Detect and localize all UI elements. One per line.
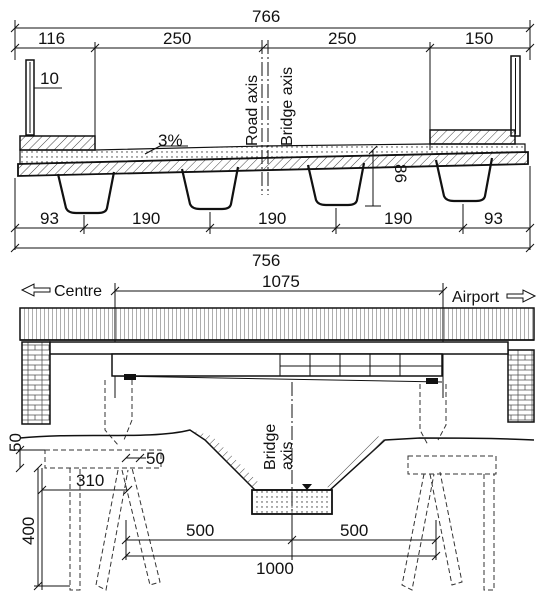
right-pile-1 — [401, 473, 435, 591]
deck-elevation — [49, 341, 509, 355]
bottom-dim-190-2: 190 — [258, 209, 286, 228]
slope-label: 3% — [158, 131, 183, 150]
cross-section: 766 116 250 250 150 10 — [10, 7, 535, 270]
dim-500-right: 500 — [340, 521, 368, 540]
top-dim-250-left: 250 — [163, 29, 191, 48]
dim-1000: 1000 — [256, 559, 294, 578]
left-pile-2 — [95, 469, 129, 591]
left-pile-1 — [69, 468, 81, 591]
bottom-dim-93-left: 93 — [40, 209, 59, 228]
bottom-dim-190-3: 190 — [384, 209, 412, 228]
left-railing — [25, 59, 35, 136]
left-pile-cap — [44, 449, 162, 469]
right-railing — [510, 55, 521, 137]
top-dim-116: 116 — [38, 29, 65, 48]
top-dim-150: 150 — [465, 29, 493, 48]
railing-dim-10: 10 — [40, 69, 59, 88]
direction-centre: Centre — [54, 283, 102, 300]
right-pier-outline — [419, 384, 429, 446]
overall-bottom-dim: 756 — [252, 251, 280, 270]
dim-50-right: 50 — [146, 449, 165, 468]
right-bearing — [426, 378, 438, 384]
left-pile-3 — [121, 467, 161, 586]
deck-slab — [17, 151, 529, 177]
right-curb — [429, 129, 516, 145]
elevation: Centre Airport 1075 — [6, 272, 537, 591]
right-abutment-wall — [507, 349, 535, 423]
bottom-dim-190-1: 190 — [132, 209, 160, 228]
right-pile-cap — [407, 455, 497, 475]
road-axis-label: Road axis — [244, 75, 261, 146]
girder-elevation — [111, 353, 443, 377]
overall-top-dim: 766 — [252, 7, 280, 26]
dim-500-left: 500 — [186, 521, 214, 540]
railing-band — [19, 307, 535, 341]
top-dim-250-right: 250 — [328, 29, 356, 48]
girder-2 — [180, 166, 240, 211]
water-level-icon — [302, 484, 312, 490]
bridge-axis-label: Bridge axis — [279, 67, 296, 146]
arrow-left-icon — [20, 283, 51, 297]
arrow-right-icon — [506, 289, 537, 303]
left-curb — [19, 135, 96, 151]
bridge-axis-elev-line2: axis — [279, 442, 296, 470]
direction-airport: Airport — [452, 289, 500, 306]
left-abutment-wall — [21, 341, 51, 425]
girder-1 — [56, 171, 116, 215]
dim-400: 400 — [19, 517, 38, 545]
girder-depth-86: 86 — [391, 164, 410, 183]
bottom-dim-93-right: 93 — [484, 209, 503, 228]
girder-3 — [306, 162, 366, 207]
girder-4 — [434, 157, 494, 203]
left-bearing — [124, 374, 136, 380]
left-pier-outline — [104, 380, 119, 446]
span-1075: 1075 — [262, 272, 300, 291]
right-pile-3 — [483, 474, 495, 591]
dim-310: 310 — [76, 471, 104, 490]
dim-50-left: 50 — [6, 433, 25, 452]
right-pile-2 — [429, 471, 463, 586]
bridge-axis-elev-line1: Bridge — [262, 424, 279, 470]
